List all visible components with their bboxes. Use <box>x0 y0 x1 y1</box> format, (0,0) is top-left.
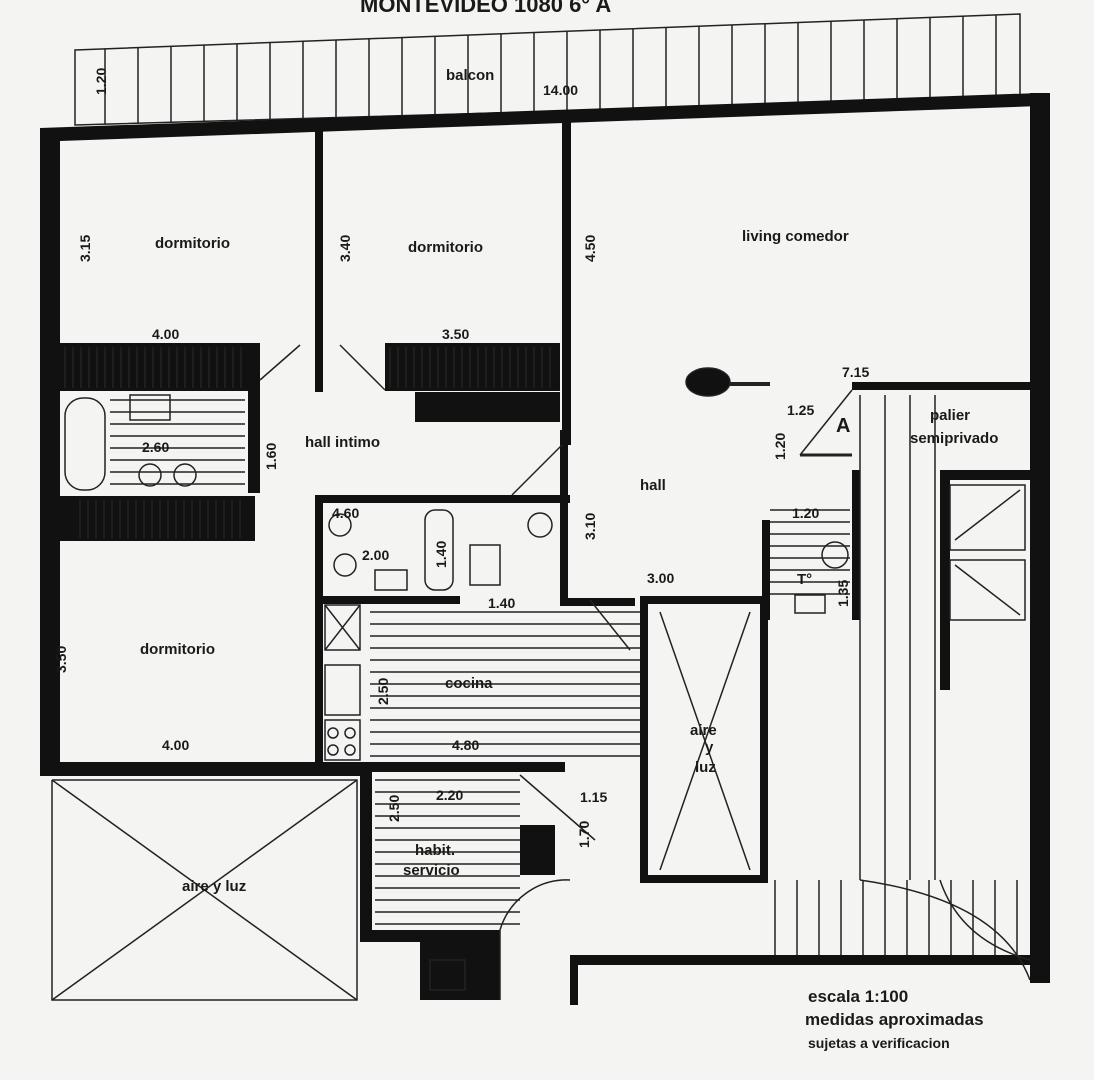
dim-1-40-a: 1.40 <box>433 541 449 568</box>
dim-4-00-a: 4.00 <box>152 326 179 342</box>
dim-7-15: 7.15 <box>842 364 869 380</box>
dim-3-50-a: 3.50 <box>442 326 469 342</box>
fixtures <box>51 344 1031 1001</box>
note-verify: sujetas a verificacion <box>808 1035 950 1051</box>
dim-3-10: 3.10 <box>582 513 598 540</box>
dim-1-20-balcon: 1.20 <box>93 68 109 95</box>
dim-4-50: 4.50 <box>582 235 598 262</box>
dimension-labels: 14.00 1.20 3.15 3.40 4.50 4.00 3.50 7.15… <box>53 68 869 848</box>
room-cocina: cocina <box>445 675 493 692</box>
balcony <box>74 13 1021 126</box>
note-scale: escala 1:100 <box>808 987 908 1006</box>
dim-4-00-b: 4.00 <box>162 737 189 753</box>
outer-walls <box>40 93 1050 983</box>
dim-1-25: 1.25 <box>787 402 814 418</box>
room-palier: palier <box>930 407 970 424</box>
interior-walls <box>60 115 1037 1005</box>
plan-notes: escala 1:100 medidas aproximadas sujetas… <box>805 987 984 1051</box>
dim-3-15: 3.15 <box>77 235 93 262</box>
room-toilette: T° <box>797 571 812 588</box>
dim-3-40: 3.40 <box>337 235 353 262</box>
room-living-comedor: living comedor <box>742 228 849 245</box>
dim-4-80: 4.80 <box>452 737 479 753</box>
note-approx: medidas aproximadas <box>805 1010 984 1029</box>
room-aire-luz-left: aire y luz <box>182 878 246 895</box>
floor-hatching <box>64 347 1018 955</box>
dim-4-60: 4.60 <box>332 505 359 521</box>
room-semiprivado: semiprivado <box>910 430 998 447</box>
dim-1-15: 1.15 <box>580 789 607 805</box>
room-dormitorio-3: dormitorio <box>140 641 215 658</box>
room-dormitorio-2: dormitorio <box>408 239 483 256</box>
dim-2-50-a: 2.50 <box>375 678 391 705</box>
dim-14-00: 14.00 <box>543 82 578 98</box>
plan-title: MONTEVIDEO 1080 6° A <box>360 0 611 17</box>
dim-3-00: 3.00 <box>647 570 674 586</box>
room-servicio: servicio <box>403 862 460 879</box>
room-aire-luz-center: aire <box>690 722 717 739</box>
room-dormitorio-1: dormitorio <box>155 235 230 252</box>
dim-1-70: 1.70 <box>576 821 592 848</box>
dim-2-50-b: 2.50 <box>386 795 402 822</box>
room-hall-intimo: hall intimo <box>305 434 380 451</box>
room-labels: balcon dormitorio dormitorio living come… <box>140 67 998 895</box>
room-aire-luz-center-y: y <box>705 739 714 756</box>
dim-1-40-b: 1.40 <box>488 595 515 611</box>
dim-3-50-b: 3.50 <box>53 646 69 673</box>
dim-1-35: 1.35 <box>835 580 851 607</box>
room-hall: hall <box>640 477 666 494</box>
room-balcon: balcon <box>446 67 494 84</box>
room-habit: habit. <box>415 842 455 859</box>
dim-1-20-b: 1.20 <box>792 505 819 521</box>
dim-2-20: 2.20 <box>436 787 463 803</box>
unit-letter: A <box>836 415 850 437</box>
dim-2-00: 2.00 <box>362 547 389 563</box>
dim-2-60: 2.60 <box>142 439 169 455</box>
dim-1-20-a: 1.20 <box>772 433 788 460</box>
dim-1-60: 1.60 <box>263 443 279 470</box>
room-aire-luz-center-luz: luz <box>695 759 716 776</box>
